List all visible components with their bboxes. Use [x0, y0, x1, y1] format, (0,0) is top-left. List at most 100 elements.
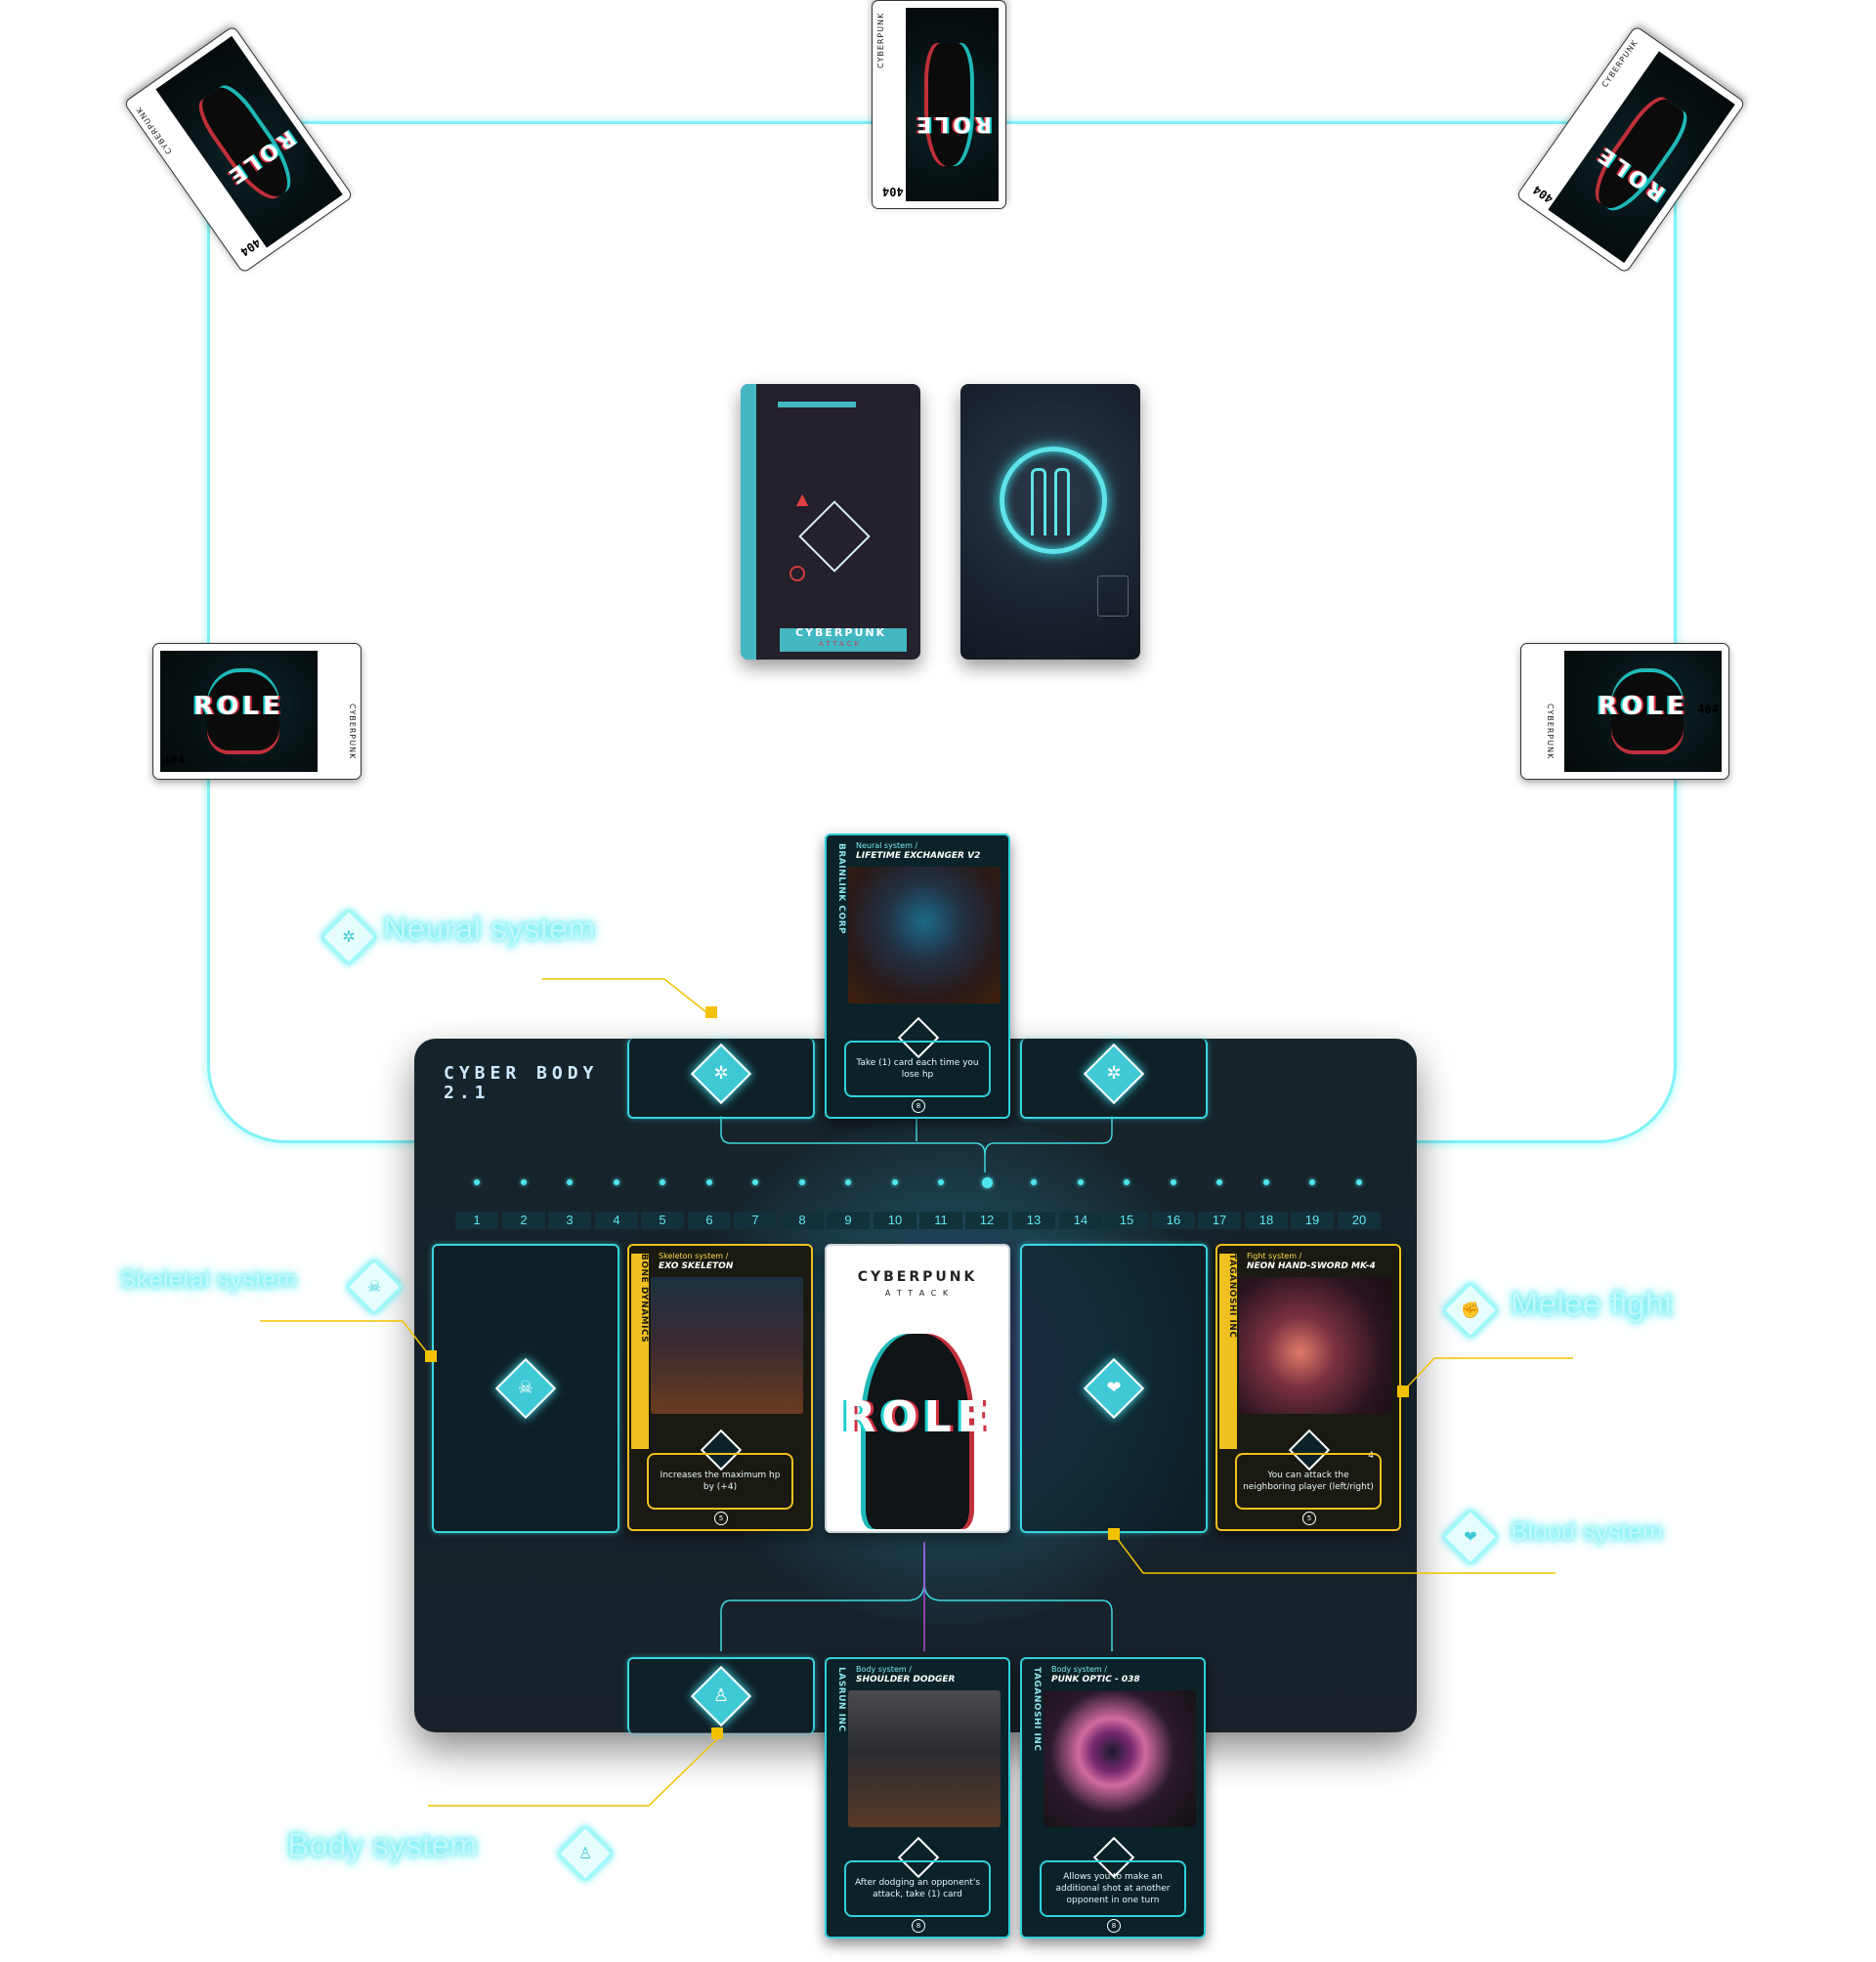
neural-slot-right[interactable]: ✲	[1020, 1039, 1208, 1119]
hp-dot	[1356, 1179, 1362, 1185]
card-name: EXO SKELETON	[659, 1261, 734, 1271]
hp-dot	[1309, 1179, 1315, 1185]
role-word: ROLE	[842, 1392, 993, 1442]
skeletal-slot-empty[interactable]: ☠	[432, 1244, 619, 1533]
card-name: SHOULDER DODGER	[856, 1675, 956, 1685]
card-lifetime-exchanger[interactable]: BRAINLINK CORP Neural system / LIFETIME …	[825, 833, 1010, 1119]
action-deck[interactable]: ▲ CYBERPUNK ATTACK	[741, 384, 920, 660]
hp-number: 6	[688, 1212, 731, 1229]
card-name: NEON HAND-SWORD MK-4	[1247, 1261, 1376, 1271]
hp-dot	[1216, 1179, 1222, 1185]
player-role-card[interactable]: CYBERPUNK A T T A C K ROLE	[825, 1244, 1010, 1533]
hp-dot	[892, 1179, 898, 1185]
hp-number: 14	[1059, 1212, 1102, 1229]
card-category: Body system /	[1051, 1665, 1107, 1674]
role-tagline: A T T A C K	[884, 1289, 951, 1298]
hp-number: 18	[1245, 1212, 1288, 1229]
hp-dot	[614, 1179, 619, 1185]
card-maker: LASRUN INC	[836, 1667, 846, 1732]
card-cost: 8	[912, 1919, 925, 1933]
card-text: After dodging an opponent's attack, take…	[844, 1860, 991, 1917]
card-art	[1239, 1277, 1391, 1414]
card-exo-skeleton[interactable]: BONE DYNAMICS Skeleton system / EXO SKEL…	[627, 1244, 813, 1531]
card-maker: TAGANOSHI INC	[1032, 1667, 1042, 1752]
card-neon-hand-sword[interactable]: TAGANOSHI INC Fight system / NEON HAND-S…	[1215, 1244, 1401, 1531]
label-neural-system: Neural system	[383, 911, 596, 948]
hp-number: 15	[1105, 1212, 1148, 1229]
card-maker: TAGANOSHI INC	[1219, 1254, 1237, 1449]
body-marker	[711, 1727, 723, 1739]
card-art	[1044, 1690, 1196, 1827]
opponent-role-card-right[interactable]: ROLE 404 CYBERPUNK	[1520, 643, 1729, 780]
role-word: ROLE	[193, 692, 284, 722]
body-icon: ♙	[690, 1665, 752, 1727]
hp-number: 2	[502, 1212, 545, 1229]
card-art	[848, 1690, 1001, 1827]
heart-icon: ❤	[1083, 1357, 1145, 1420]
deck-footer	[780, 628, 907, 652]
label-blood-system: Blood system	[1511, 1516, 1664, 1546]
deck-stripe	[778, 402, 856, 407]
card-bonus: 4	[1368, 1451, 1374, 1461]
hp-dot	[938, 1179, 944, 1185]
deck-socket	[1097, 576, 1129, 617]
card-category: Body system /	[856, 1665, 912, 1674]
opponent-role-card-left[interactable]: ROLE 404 CYBERPUNK	[152, 643, 362, 780]
label-body-system: Body system	[287, 1827, 478, 1864]
card-category: Neural system /	[856, 841, 918, 850]
role-brand: CYBERPUNK	[1546, 703, 1555, 759]
hp-number: 17	[1198, 1212, 1241, 1229]
label-skeletal-system: Skeletal system	[119, 1264, 298, 1294]
hp-number: 9	[827, 1212, 870, 1229]
hp-dot	[845, 1179, 851, 1185]
hp-number: 5	[641, 1212, 684, 1229]
card-punk-optic[interactable]: TAGANOSHI INC Body system / PUNK OPTIC -…	[1020, 1657, 1206, 1939]
hp-number: 3	[548, 1212, 591, 1229]
card-text: Allows you to make an additional shot at…	[1040, 1860, 1186, 1917]
card-shoulder-dodger[interactable]: LASRUN INC Body system / SHOULDER DODGER…	[825, 1657, 1010, 1939]
card-cost: 8	[912, 1099, 925, 1113]
skeletal-marker	[425, 1350, 437, 1362]
role-brand: CYBERPUNK	[348, 703, 357, 759]
role-deck[interactable]	[960, 384, 1140, 660]
target-icon	[789, 566, 805, 581]
hp-number: 8	[781, 1212, 824, 1229]
hp-number: 1	[455, 1212, 498, 1229]
warning-icon: ▲	[796, 490, 809, 508]
hp-dot	[521, 1179, 527, 1185]
hp-number: 10	[874, 1212, 917, 1229]
card-art	[848, 867, 1001, 1003]
hp-dot	[799, 1179, 805, 1185]
neural-slot-left[interactable]: ✲	[627, 1039, 815, 1119]
hp-dot-current[interactable]	[982, 1177, 993, 1188]
hp-dot	[1171, 1179, 1176, 1185]
body-slot-empty[interactable]: ♙	[627, 1657, 815, 1733]
deck-edge	[741, 384, 756, 660]
neural-marker	[705, 1006, 717, 1018]
hp-dot	[567, 1179, 573, 1185]
hp-number: 4	[595, 1212, 638, 1229]
hp-number: 16	[1152, 1212, 1195, 1229]
card-text: Increases the maximum hp by (+4)	[647, 1453, 793, 1510]
hp-number: 7	[734, 1212, 777, 1229]
label-melee-fight: Melee fight	[1511, 1286, 1674, 1323]
card-art	[651, 1277, 803, 1414]
hp-number: 20	[1338, 1212, 1381, 1229]
hp-dot	[752, 1179, 758, 1185]
brain-icon: ✲	[1083, 1043, 1145, 1105]
blood-slot-empty[interactable]: ❤	[1020, 1244, 1208, 1533]
hp-dot	[1078, 1179, 1084, 1185]
card-name: LIFETIME EXCHANGER V2	[856, 851, 981, 861]
board-title: CYBER BODY 2.1	[444, 1063, 599, 1103]
card-category: Fight system /	[1247, 1252, 1302, 1260]
role-brand: CYBERPUNK	[857, 1269, 978, 1285]
card-maker: BONE DYNAMICS	[631, 1254, 649, 1449]
brain-icon: ✲	[690, 1043, 752, 1105]
blood-marker	[1108, 1528, 1120, 1540]
card-cost: 5	[1302, 1512, 1316, 1525]
card-name: PUNK OPTIC - 038	[1051, 1675, 1140, 1685]
hp-dot	[1031, 1179, 1037, 1185]
hp-number: 19	[1291, 1212, 1334, 1229]
hp-number-current: 12	[965, 1212, 1008, 1229]
hp-dot	[1124, 1179, 1130, 1185]
